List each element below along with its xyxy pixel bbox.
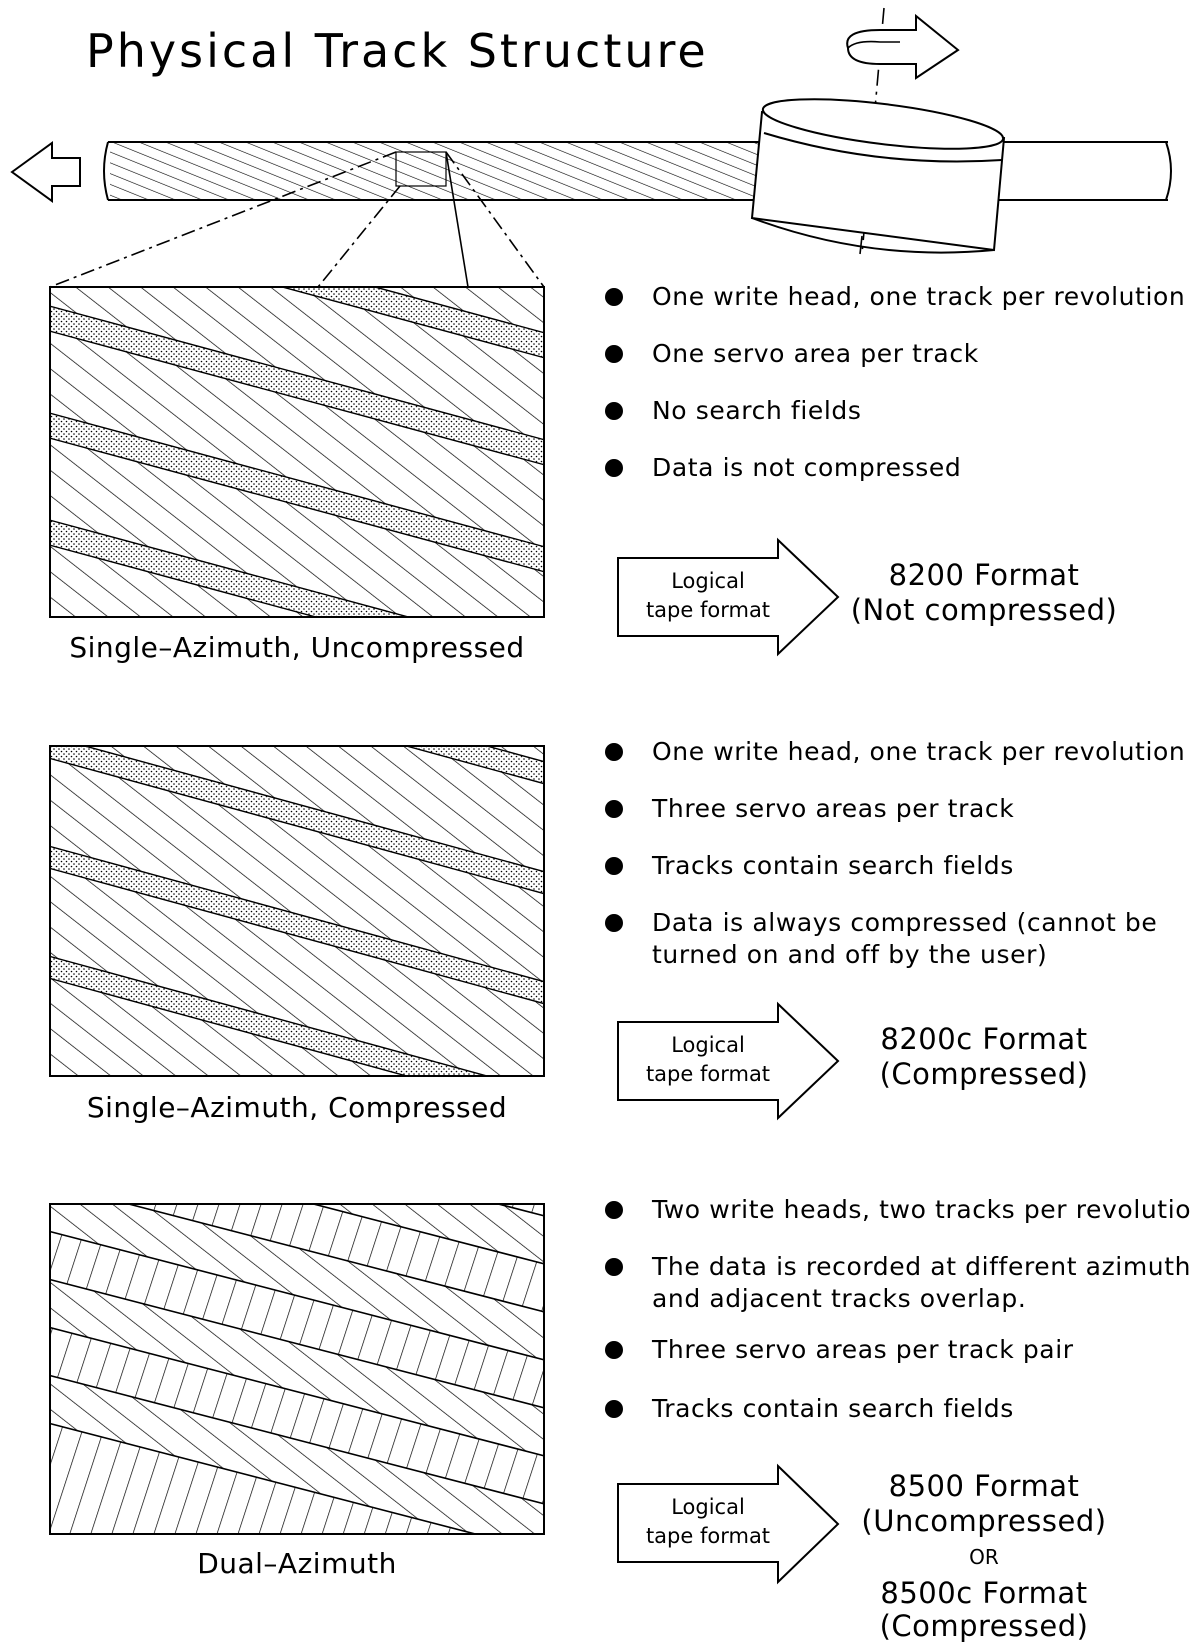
- format-8500c-title: 8500c Format: [880, 1576, 1087, 1610]
- format-8200-title: 8200 Format: [889, 558, 1080, 592]
- bullet-dot: [605, 345, 623, 363]
- bullet-text: Data is not compressed: [652, 453, 961, 482]
- logical-label-2a: Logical: [671, 1033, 745, 1057]
- bullet-dot: [605, 288, 623, 306]
- zoom-window: [395, 151, 447, 187]
- bullet-text: Three servo areas per track pair: [651, 1335, 1074, 1364]
- track-panel-dual-azimuth: [49, 1203, 545, 1535]
- logical-label-1a: Logical: [671, 569, 745, 593]
- page-title: Physical Track Structure: [86, 24, 709, 78]
- bullet-dot: [605, 857, 623, 875]
- tape-direction-arrow: [10, 141, 81, 203]
- format-8200c-sub: (Compressed): [880, 1057, 1089, 1091]
- bullet-text: Tracks contain search fields: [651, 851, 1014, 880]
- bullet-text: turned on and off by the user): [652, 940, 1047, 969]
- logical-label-1b: tape format: [646, 598, 770, 622]
- bullet-dot: [605, 800, 623, 818]
- track-panel-compressed: [49, 745, 545, 1077]
- bullet-text: One write head, one track per revolution: [652, 282, 1185, 311]
- bullet-text: and adjacent tracks overlap.: [652, 1284, 1026, 1313]
- bullet-dot: [605, 1341, 623, 1359]
- drum-head-icon: [750, 7, 1006, 255]
- rotation-arrow-icon: [846, 13, 960, 80]
- bullet-text: Tracks contain search fields: [651, 1394, 1014, 1423]
- bullet-dot: [605, 1201, 623, 1219]
- bullet-text: One write head, one track per revolution: [652, 737, 1185, 766]
- bullet-dot: [605, 743, 623, 761]
- panel-caption-compressed: Single–Azimuth, Compressed: [87, 1091, 507, 1124]
- track-panel-uncompressed: [49, 286, 545, 618]
- bullet-dot: [605, 459, 623, 477]
- panel-caption-dual-azimuth: Dual–Azimuth: [197, 1547, 397, 1580]
- bullet-dot: [605, 914, 623, 932]
- logical-arrows: [617, 537, 840, 1585]
- bullet-dot: [605, 1400, 623, 1418]
- format-8200c-title: 8200c Format: [880, 1022, 1087, 1056]
- logical-label-2b: tape format: [646, 1062, 770, 1086]
- bullet-text: Two write heads, two tracks per revoluti…: [651, 1195, 1190, 1224]
- format-8200-sub: (Not compressed): [851, 593, 1118, 627]
- logical-label-3b: tape format: [646, 1524, 770, 1548]
- zoom-lines: [49, 151, 545, 288]
- bullet-text: Three servo areas per track: [651, 794, 1014, 823]
- format-or: OR: [969, 1545, 999, 1569]
- format-8500c-sub: (Compressed): [880, 1609, 1089, 1643]
- logical-label-3a: Logical: [671, 1495, 745, 1519]
- panel-caption-uncompressed: Single–Azimuth, Uncompressed: [69, 631, 524, 664]
- bullet-dot: [605, 402, 623, 420]
- bullet-dot: [605, 1258, 623, 1276]
- bullet-text: Data is always compressed (cannot be: [652, 908, 1157, 937]
- bullet-lists: One write head, one track per revolution…: [605, 282, 1190, 1423]
- bullet-text: No search fields: [652, 396, 862, 425]
- format-8500-title: 8500 Format: [889, 1469, 1080, 1503]
- format-8500-sub: (Uncompressed): [861, 1504, 1106, 1538]
- bullet-text: One servo area per track: [652, 339, 979, 368]
- bullet-text: The data is recorded at different azimut…: [651, 1252, 1190, 1281]
- tape-band: [103, 141, 1172, 201]
